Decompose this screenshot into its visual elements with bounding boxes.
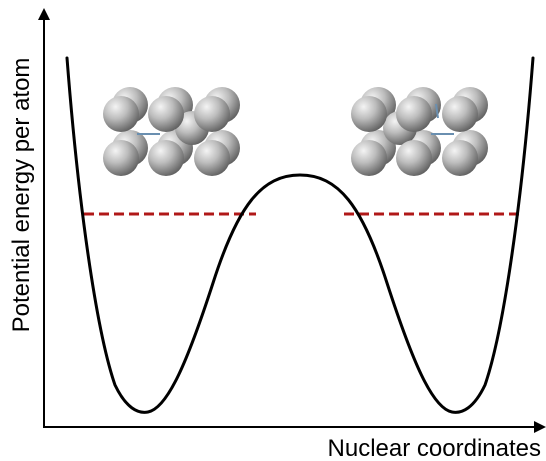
y-axis-label: Potential energy per atom bbox=[8, 58, 35, 333]
potential-energy-curve bbox=[65, 56, 535, 414]
left-front-atoms bbox=[103, 96, 230, 176]
axes bbox=[38, 8, 546, 433]
left-well-structure-icon bbox=[103, 87, 240, 176]
y-axis-arrow-icon bbox=[38, 8, 50, 20]
x-axis-label: Nuclear coordinates bbox=[328, 435, 541, 461]
x-axis-arrow-icon bbox=[534, 421, 546, 433]
right-front-atoms bbox=[351, 96, 478, 176]
right-well-structure-icon bbox=[351, 87, 488, 176]
